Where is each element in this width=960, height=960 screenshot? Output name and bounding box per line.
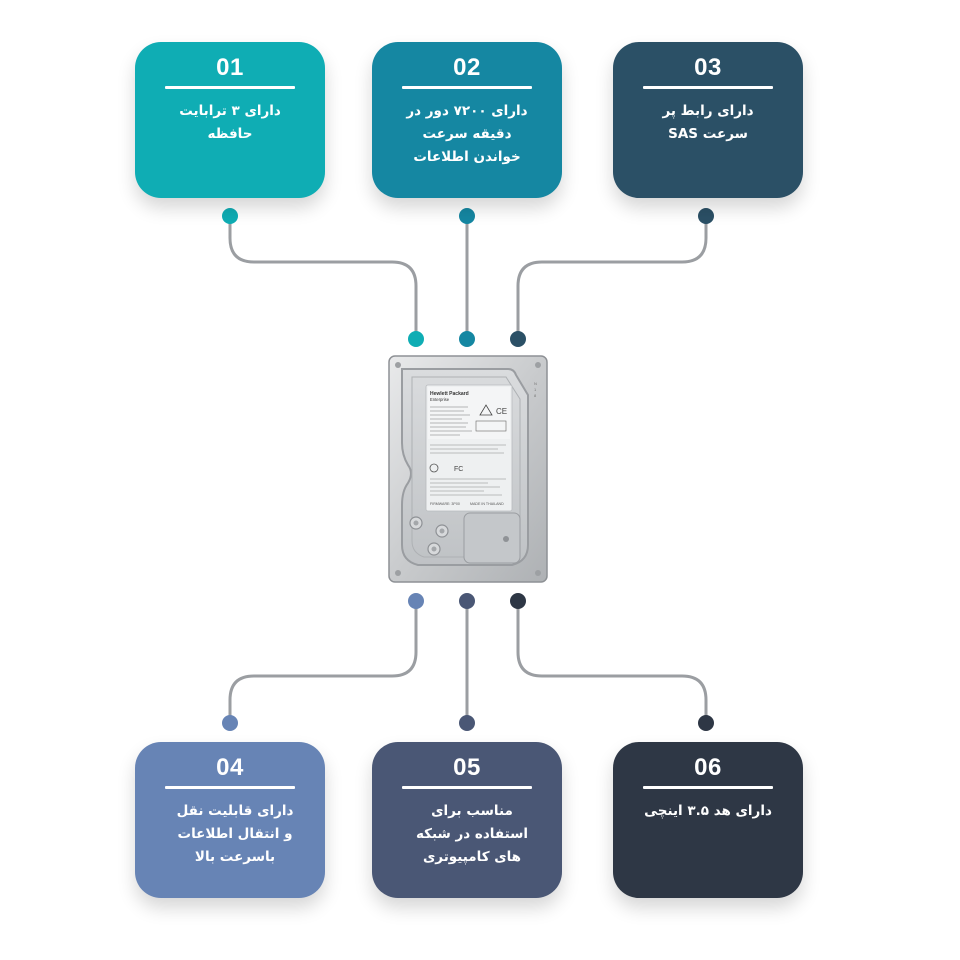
drive-label-brand: Hewlett Packard [430, 391, 469, 397]
dot-05-hub [459, 593, 475, 609]
card-text: مناسب برای استفاده در شبکه های کامپیوتری [415, 803, 529, 865]
card-number: 01 [216, 54, 244, 81]
card-divider [643, 786, 773, 789]
connector-03 [516, 214, 708, 341]
dot-02-hub [459, 331, 475, 347]
dot-02-top [459, 208, 475, 224]
card-text: دارای قابلیت نقل و انتقال اطلاعات باسرعت… [176, 803, 294, 865]
card-number: 05 [453, 754, 481, 781]
feature-card-01: 01 دارای ۳ ترابایت حافظه [135, 42, 325, 198]
dot-03-hub [510, 331, 526, 347]
card-text: دارای ۷۲۰۰ دور در دقیقه سرعت خواندن اطلا… [406, 103, 528, 165]
drive-label-sub: Enterprise [430, 397, 450, 402]
card-divider [643, 86, 773, 89]
dot-03-top [698, 208, 714, 224]
dot-01-hub [408, 331, 424, 347]
drive-label-firmware: FIRMWARE: 3P00 [430, 502, 460, 506]
dot-01-top [222, 208, 238, 224]
dot-04-hub [408, 593, 424, 609]
drive-label-origin: MADE IN THAILAND [470, 502, 504, 506]
svg-text:8: 8 [534, 393, 537, 398]
svg-text:1: 1 [534, 387, 537, 392]
card-number: 03 [694, 54, 722, 81]
feature-card-06: 06 دارای هد ۳.۵ اینچی [613, 742, 803, 898]
feature-card-03: 03 دارای رابط پر سرعت SAS [613, 42, 803, 198]
card-number: 02 [453, 54, 481, 81]
svg-text:FC: FC [454, 466, 463, 473]
card-divider [402, 786, 532, 789]
connector-04 [228, 599, 418, 725]
card-number: 04 [216, 754, 244, 781]
dot-05-bottom [459, 715, 475, 731]
feature-card-05: 05 مناسب برای استفاده در شبکه های کامپیو… [372, 742, 562, 898]
card-number: 06 [694, 754, 722, 781]
hard-drive-image: Hewlett Packard Enterprise CE FC FIRMWAR… [388, 355, 548, 583]
feature-card-02: 02 دارای ۷۲۰۰ دور در دقیقه سرعت خواندن ا… [372, 42, 562, 198]
svg-text:N: N [534, 381, 537, 386]
card-text: دارای ۳ ترابایت حافظه [179, 103, 281, 142]
dot-04-bottom [222, 715, 238, 731]
card-text: دارای رابط پر سرعت SAS [662, 103, 754, 142]
connector-01 [228, 214, 418, 341]
dot-06-bottom [698, 715, 714, 731]
card-divider [165, 786, 295, 789]
feature-card-04: 04 دارای قابلیت نقل و انتقال اطلاعات باس… [135, 742, 325, 898]
card-text: دارای هد ۳.۵ اینچی [644, 803, 772, 819]
card-divider [402, 86, 532, 89]
card-divider [165, 86, 295, 89]
dot-06-hub [510, 593, 526, 609]
connector-06 [516, 599, 708, 725]
svg-text:CE: CE [496, 407, 507, 416]
